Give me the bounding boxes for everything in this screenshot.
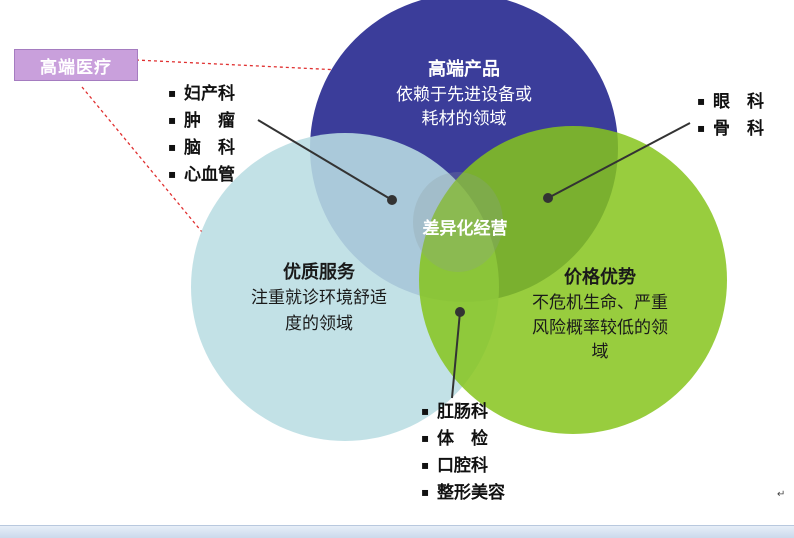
paragraph-mark-icon: ↵	[777, 489, 786, 500]
list-item: ▪心血管	[168, 161, 235, 188]
top-circle-desc-line1: 依赖于先进设备或	[396, 85, 532, 105]
circle-quality-service	[191, 133, 499, 441]
tag-connector-left	[81, 86, 203, 233]
list-item: ▪口腔科	[421, 452, 505, 479]
top-circle-title: 高端产品	[428, 58, 500, 80]
list-item: ▪整形美容	[421, 479, 505, 506]
tag-connector-top	[135, 59, 341, 71]
list-item: ▪眼 科	[697, 88, 764, 115]
list-item: ▪妇产科	[168, 80, 235, 107]
center-overlap	[413, 172, 503, 272]
pointer-dot-bottom	[455, 307, 465, 317]
pointer-line-bottom	[451, 311, 461, 399]
bullet-icon: ▪	[168, 86, 177, 100]
bullet-icon: ▪	[421, 485, 430, 499]
bullet-icon: ▪	[168, 113, 177, 127]
center-label: 差异化经营	[423, 218, 508, 239]
pointer-line-top-right	[547, 122, 691, 199]
right-circle-desc-line3: 域	[592, 342, 609, 362]
left-circle-desc-line2: 度的领域	[285, 314, 353, 334]
right-circle-title: 价格优势	[564, 266, 636, 288]
bullet-icon: ▪	[168, 167, 177, 181]
right-circle-desc-line1: 不危机生命、严重	[532, 293, 668, 313]
top-circle-desc-line2: 耗材的领域	[422, 109, 507, 129]
list-item: ▪肛肠科	[421, 398, 505, 425]
bullet-icon: ▪	[168, 140, 177, 154]
list-bottom: ▪肛肠科 ▪体 检 ▪口腔科 ▪整形美容	[421, 398, 505, 506]
left-circle-title: 优质服务	[283, 261, 356, 283]
right-circle-desc-line2: 风险概率较低的领	[532, 318, 668, 338]
circle-price-advantage	[419, 126, 727, 434]
pointer-dot-top-left	[387, 195, 397, 205]
pointer-dot-top-right	[543, 193, 553, 203]
high-end-medical-tag: 高端医疗	[14, 49, 138, 81]
bullet-icon: ▪	[697, 94, 706, 108]
left-circle-desc-line1: 注重就诊环境舒适	[251, 288, 387, 308]
list-top-right: ▪眼 科 ▪骨 科	[697, 88, 764, 142]
list-item: ▪骨 科	[697, 115, 764, 142]
window-bottom-strip	[0, 525, 794, 538]
list-top-left: ▪妇产科 ▪肿 瘤 ▪脑 科 ▪心血管	[168, 80, 235, 188]
bullet-icon: ▪	[697, 121, 706, 135]
list-item: ▪肿 瘤	[168, 107, 235, 134]
bullet-icon: ▪	[421, 431, 430, 445]
bullet-icon: ▪	[421, 458, 430, 472]
list-item: ▪体 检	[421, 425, 505, 452]
bullet-icon: ▪	[421, 404, 430, 418]
list-item: ▪脑 科	[168, 134, 235, 161]
pointer-line-top-left	[257, 119, 393, 201]
